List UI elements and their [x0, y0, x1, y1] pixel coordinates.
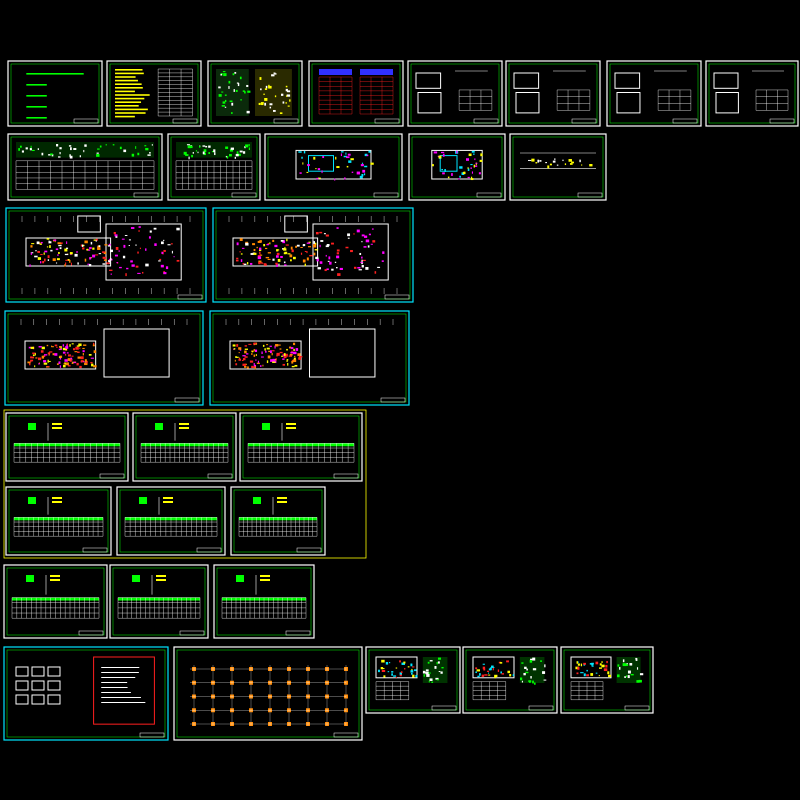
- drawing-sheet-table-2[interactable]: [167, 133, 261, 201]
- drawing-sheet-cover[interactable]: [7, 60, 103, 127]
- drawing-sheet-floor-plan-3[interactable]: [4, 310, 204, 406]
- drawing-sheet-detail-a[interactable]: [407, 60, 503, 127]
- drawing-sheet-detail-g[interactable]: [560, 646, 654, 714]
- drawing-sheet-floor-plan-2[interactable]: [212, 207, 414, 303]
- schedule-group-frame[interactable]: [3, 409, 367, 559]
- drawing-sheet-schedule-5[interactable]: [116, 486, 226, 556]
- drawing-sheet-system-red-blue[interactable]: [308, 60, 404, 127]
- drawing-sheet-notes-panels[interactable]: [207, 60, 303, 127]
- drawing-sheet-schedule-7[interactable]: [3, 564, 108, 639]
- drawing-sheet-foundation-plan[interactable]: [3, 646, 169, 741]
- drawing-sheet-detail-c[interactable]: [606, 60, 702, 127]
- drawing-sheet-schedule-4[interactable]: [5, 486, 112, 556]
- drawing-sheet-schedule-6[interactable]: [230, 486, 326, 556]
- drawing-sheet-schedule-9[interactable]: [213, 564, 315, 639]
- drawing-sheet-schedule-8[interactable]: [109, 564, 209, 639]
- drawing-sheet-schedule-3[interactable]: [239, 412, 363, 482]
- drawing-sheet-notes-yellow[interactable]: [106, 60, 202, 127]
- drawing-sheet-wide-table-1[interactable]: [7, 133, 163, 201]
- drawing-sheet-column-grid[interactable]: [173, 646, 363, 741]
- drawing-sheet-site-plan[interactable]: [264, 133, 403, 201]
- drawing-sheet-floor-plan-4[interactable]: [209, 310, 410, 406]
- drawing-sheet-detail-f[interactable]: [462, 646, 558, 714]
- drawing-sheet-floor-plan-1[interactable]: [5, 207, 207, 303]
- drawing-sheet-schedule-2[interactable]: [132, 412, 237, 482]
- drawing-sheet-detail-b[interactable]: [505, 60, 601, 127]
- drawing-sheet-detail-e[interactable]: [365, 646, 461, 714]
- drawing-sheet-section-2[interactable]: [509, 133, 607, 201]
- drawing-sheet-schedule-1[interactable]: [5, 412, 129, 482]
- drawing-sheet-detail-d[interactable]: [705, 60, 799, 127]
- drawing-sheet-section-1[interactable]: [408, 133, 506, 201]
